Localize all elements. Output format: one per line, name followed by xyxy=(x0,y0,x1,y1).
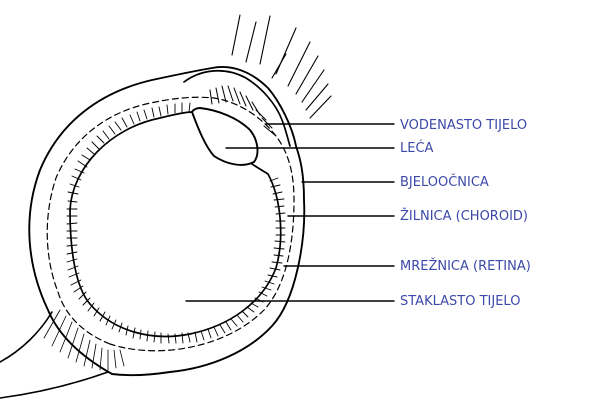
label-aqueous-humor: VODENASTO TIJELO xyxy=(400,118,528,133)
label-choroid: ŽILNICA (CHOROID) xyxy=(400,209,528,224)
ciliary-fringe xyxy=(209,85,277,137)
optic-nerve-upper xyxy=(0,311,53,363)
label-retina: MREŽNICA (RETINA) xyxy=(400,259,531,274)
label-sclera: BJELOOČNICA xyxy=(400,175,489,190)
lens-outline xyxy=(191,107,259,166)
light-rays xyxy=(231,14,332,119)
label-vitreous-body: STAKLASTO TIJELO xyxy=(400,294,521,309)
sclera-outline xyxy=(28,66,306,376)
retina-inner-line xyxy=(69,111,282,338)
retina-hatching xyxy=(66,102,286,344)
optic-nerve-hatching xyxy=(43,309,125,371)
cornea-outline xyxy=(183,69,291,147)
choroid-dashed-line xyxy=(46,96,295,352)
leader-lines xyxy=(185,123,395,302)
optic-nerve-lower xyxy=(0,371,109,399)
label-lens: LEĆA xyxy=(400,141,434,156)
